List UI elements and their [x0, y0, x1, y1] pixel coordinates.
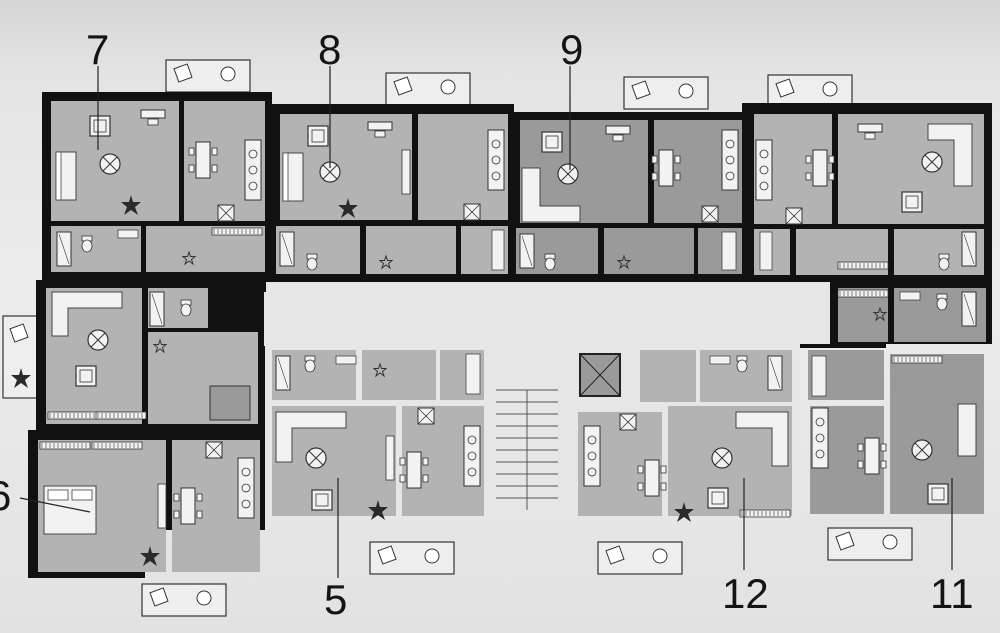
- balcony-apt-8: [385, 72, 471, 106]
- balcony-apt-11: [827, 527, 913, 561]
- apartment-10: [754, 114, 984, 275]
- apartment-7: [51, 101, 265, 272]
- apartment-5: [272, 350, 484, 520]
- balcony-apt-6-side: [2, 315, 40, 399]
- apartment-12: [578, 350, 792, 522]
- label-apartment-5: 5: [324, 576, 347, 623]
- staircase: [490, 344, 621, 522]
- label-apartment-7: 7: [86, 26, 109, 73]
- label-apartment-6: 6: [0, 472, 11, 519]
- apartment-6: [38, 288, 260, 572]
- label-apartment-8: 8: [318, 26, 341, 73]
- apartment-9: [516, 120, 742, 274]
- label-leaders: [19, 66, 953, 578]
- label-apartment-9: 9: [560, 26, 583, 73]
- balcony-apt-5: [369, 541, 455, 575]
- balcony-apt-12: [597, 541, 683, 575]
- balcony-apt-7: [165, 59, 251, 93]
- apartment-8: [276, 114, 508, 274]
- apartment-11: [808, 288, 986, 514]
- label-apartment-12: 12: [722, 570, 769, 617]
- balcony-apt-10: [767, 74, 853, 108]
- balcony-apt-9: [623, 76, 709, 110]
- label-apartment-11: 11: [930, 570, 974, 617]
- balcony-apt-6: [141, 583, 227, 617]
